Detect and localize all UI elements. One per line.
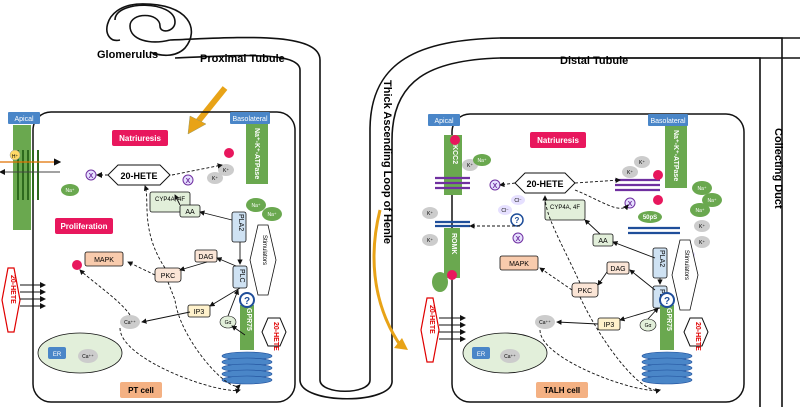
talh-k-ion-romk-2: K⁺ (427, 238, 433, 244)
pt-cell-label: PT cell (128, 386, 154, 395)
talh-k-ion-baso-2: K⁺ (627, 170, 633, 176)
pt-pla2: PLA2 (237, 214, 244, 231)
talh-dag: DAG (610, 266, 625, 273)
talh-galpha: Gα (645, 323, 652, 329)
talh-basolateral-tag: Basolateral (650, 118, 685, 125)
talh-romk: ROMK (450, 233, 457, 254)
pt-k-ion-2: K⁺ (212, 176, 218, 182)
talh-20hete-ligand: 20-HETE (694, 322, 701, 351)
talh-mapk: MAPK (509, 261, 529, 268)
talh-k-ion-50ps-2: K⁺ (699, 240, 705, 246)
talh-question-1: ? (515, 216, 520, 225)
pt-20hete: 20-HETE (120, 171, 157, 181)
talh-nkcc2: NKCC2 (451, 140, 458, 164)
talh-inhibit-x2: X (516, 236, 521, 243)
proximal-tubule-label: Proximal Tubule (200, 53, 285, 65)
yellow-arrow-pt (193, 86, 228, 126)
talh-ca-er: Ca⁺⁺ (504, 354, 516, 360)
talh-cell: Apical Basolateral Natriuresis NKCC2 K⁺ … (420, 113, 745, 403)
pt-basolateral-tag: Basolateral (232, 116, 267, 123)
pt-nhe3: NHE-3 (0, 205, 7, 226)
talh-question-2: ? (664, 296, 670, 307)
pt-k-ion-1: K⁺ (223, 168, 229, 174)
pt-er: ER (53, 352, 62, 358)
talh-na-ion-baso-3: Na⁺ (695, 208, 704, 214)
talh-k-ion-apical: K⁺ (467, 163, 473, 169)
pt-na-ion-baso-2: Na⁺ (267, 212, 276, 218)
pt-mapk: MAPK (94, 257, 114, 264)
pt-inhibit-x: X (89, 173, 94, 180)
pt-20hete-ligand: 20-HETE (272, 322, 279, 351)
pt-na-k-atpase: Na⁺-K⁺-ATPase (253, 128, 260, 179)
pt-pkc: PKC (161, 273, 175, 280)
talh-natriuresis: Natriuresis (537, 136, 579, 145)
talh-na-ion-baso-1: Na⁺ (697, 186, 706, 192)
talh-cyp: CYP4A, 4F (550, 205, 580, 211)
pt-gpr75: GPR75 (245, 308, 252, 331)
distal-tubule-label: Distal Tubule (560, 55, 628, 67)
pt-20hete-external: 20-HETE (9, 275, 16, 304)
talh-pkc: PKC (578, 288, 592, 295)
thick-ascending-loop-label: Thick Ascending Loop of Henle (381, 80, 393, 244)
talh-20hete: 20-HETE (526, 179, 563, 189)
talh-gpr75: GPR75 (665, 308, 672, 331)
pt-apical-tag: Apical (14, 116, 34, 123)
pt-galpha: Gα (225, 320, 232, 326)
pt-inhibit-x2: X (186, 178, 191, 185)
pt-ca-er: Ca⁺⁺ (82, 354, 94, 360)
talh-k-ion-50ps-1: K⁺ (699, 224, 705, 230)
pt-plc: PLC (238, 269, 245, 283)
pt-question: ? (244, 296, 250, 307)
talh-pla2: PLA2 (658, 250, 665, 267)
pt-dag: DAG (198, 254, 213, 261)
talh-k-ion-romk-1: K⁺ (427, 211, 433, 217)
talh-aa: AA (598, 238, 608, 245)
collecting-duct-label: Collecting Duct (772, 128, 784, 209)
pt-proliferation: Proliferation (60, 222, 107, 231)
yellow-arrow-talh (372, 209, 402, 346)
pt-ca-cytosol: Ca⁺⁺ (124, 320, 136, 326)
talh-ca-cytosol: Ca⁺⁺ (539, 320, 551, 326)
pt-ip3: IP3 (194, 309, 205, 316)
talh-20hete-external: 20-HETE (428, 305, 435, 334)
talh-inhibit-x3: X (628, 201, 633, 208)
talh-inhibit-x: X (493, 183, 498, 190)
talh-stimulators: Stimulators (683, 250, 689, 280)
talh-cl-ion-2: Cl⁻ (514, 198, 522, 204)
nephron-outline (106, 3, 800, 407)
talh-cell-label: TALH cell (544, 386, 580, 395)
pt-h-ion: H⁺ (12, 154, 19, 160)
pt-na-ion-apical: Na⁺ (65, 188, 74, 194)
talh-apical-tag: Apical (434, 118, 454, 125)
pt-natriuresis: Natriuresis (119, 134, 161, 143)
pt-aa: AA (185, 209, 195, 216)
talh-na-ion-baso-2: Na⁺ (707, 198, 716, 204)
pt-cell: Apical Basolateral Natriuresis Prolifera… (0, 111, 296, 403)
glomerulus-label: Glomerulus (97, 49, 158, 61)
pt-cyp: CYP4A, 4F (155, 197, 185, 203)
talh-ip3: IP3 (604, 322, 615, 329)
talh-50ps: 50pS (643, 215, 657, 221)
pt-na-ion-baso-1: Na⁺ (251, 203, 260, 209)
pt-stimulators: Stimulators (261, 235, 267, 265)
talh-k-ion-baso-1: K⁺ (639, 160, 645, 166)
talh-na-k-atpase: Na⁺-K⁺-ATPase (672, 130, 679, 181)
talh-er: ER (477, 352, 486, 358)
talh-na-ion-apical: Na⁺ (477, 158, 486, 164)
talh-cl-ion-1: Cl⁻ (501, 208, 509, 214)
